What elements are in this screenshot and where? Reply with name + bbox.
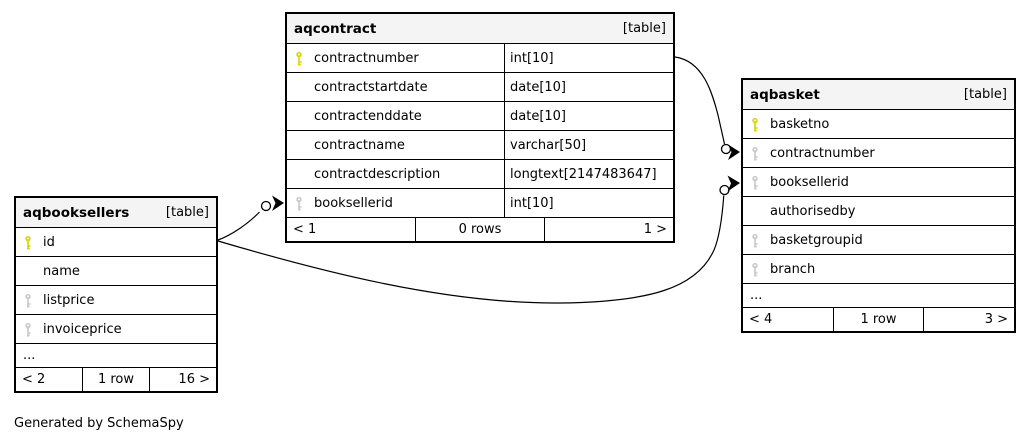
related-next-count: 1 > xyxy=(544,218,673,241)
table-name[interactable]: aqbasket xyxy=(750,86,820,103)
column-row: contractstartdate date[10] xyxy=(287,72,673,101)
column-name: name xyxy=(43,263,80,279)
related-prev-count: < 2 xyxy=(22,372,46,387)
related-next-count: 3 > xyxy=(923,308,1014,331)
related-next-count: 16 > xyxy=(149,368,216,391)
column-name: contractdescription xyxy=(314,166,441,182)
column-name: invoiceprice xyxy=(43,321,122,337)
column-name: contractnumber xyxy=(770,145,875,161)
column-type: int[10] xyxy=(510,195,554,211)
fk-arrowhead-icon xyxy=(272,195,284,211)
column-row: branch xyxy=(743,254,1014,283)
column-row: basketgroupid xyxy=(743,225,1014,254)
row-count: 1 row xyxy=(832,308,924,331)
foreign-key-icon xyxy=(294,196,314,211)
fk-arrowhead-icon xyxy=(727,175,740,192)
row-count: 1 row xyxy=(82,368,149,391)
table-name[interactable]: aqbooksellers xyxy=(23,204,130,221)
column-row: contractnumber xyxy=(743,138,1014,167)
column-type: varchar[50] xyxy=(510,137,587,153)
column-name: basketno xyxy=(770,116,830,132)
column-name: booksellerid xyxy=(314,195,393,211)
column-name: id xyxy=(43,234,55,250)
related-prev-count: < 1 xyxy=(293,222,317,237)
cardinality-circle xyxy=(719,184,730,196)
cardinality-circle xyxy=(260,200,272,212)
column-type: date[10] xyxy=(510,108,566,124)
primary-key-icon xyxy=(750,117,770,132)
table-type-badge: [table] xyxy=(963,87,1007,102)
column-name: contractstartdate xyxy=(314,79,428,95)
column-row: listprice xyxy=(16,285,216,314)
column-row: booksellerid int[10] xyxy=(287,188,673,217)
column-name: listprice xyxy=(43,292,95,308)
primary-key-icon xyxy=(23,235,43,250)
relationship-line xyxy=(217,211,260,241)
column-row: basketno xyxy=(743,109,1014,138)
relationship-line xyxy=(217,195,725,304)
foreign-key-icon xyxy=(23,322,43,337)
foreign-key-icon xyxy=(750,175,770,190)
table-footer: < 2 1 row 16 > xyxy=(16,367,216,391)
column-row: contractenddate date[10] xyxy=(287,101,673,130)
related-prev-count: < 4 xyxy=(749,312,773,327)
table-header: aqbasket [table] xyxy=(743,80,1014,109)
ellipsis-row: ... xyxy=(743,283,1014,307)
table-aqbooksellers[interactable]: aqbooksellers [table] id name listprice … xyxy=(14,196,218,393)
column-row: contractname varchar[50] xyxy=(287,130,673,159)
column-name: contractnumber xyxy=(314,50,419,66)
table-header: aqbooksellers [table] xyxy=(16,198,216,227)
column-row: authorisedby xyxy=(743,196,1014,225)
column-row: contractdescription longtext[2147483647] xyxy=(287,159,673,188)
foreign-key-icon xyxy=(750,146,770,161)
row-count: 0 rows xyxy=(415,218,544,241)
primary-key-icon xyxy=(294,51,314,66)
fk-arrowhead-icon xyxy=(728,144,740,160)
generator-credit: Generated by SchemaSpy xyxy=(14,416,184,431)
column-name: contractenddate xyxy=(314,108,422,124)
relationship-booksellers-basket-booksellerid xyxy=(217,175,740,304)
foreign-key-icon xyxy=(23,293,43,308)
column-row: id xyxy=(16,227,216,256)
relationship-contract-basket-contractnumber xyxy=(674,56,740,160)
column-name: authorisedby xyxy=(770,203,856,219)
column-name: branch xyxy=(770,261,816,277)
ellipsis-row: ... xyxy=(16,343,216,367)
foreign-key-icon xyxy=(750,262,770,277)
column-type: longtext[2147483647] xyxy=(510,166,657,182)
relationship-line xyxy=(674,56,726,145)
table-aqbasket[interactable]: aqbasket [table] basketno contractnumber… xyxy=(741,78,1016,333)
column-name: basketgroupid xyxy=(770,232,863,248)
table-footer: < 4 1 row 3 > xyxy=(743,307,1014,331)
column-row: name xyxy=(16,256,216,285)
column-row: contractnumber int[10] xyxy=(287,43,673,72)
table-aqcontract[interactable]: aqcontract [table] contractnumber int[10… xyxy=(285,12,675,243)
table-footer: < 1 0 rows 1 > xyxy=(287,217,673,241)
table-type-badge: [table] xyxy=(165,205,209,220)
column-type: int[10] xyxy=(510,50,554,66)
column-name: booksellerid xyxy=(770,174,849,190)
column-type: date[10] xyxy=(510,79,566,95)
relationship-booksellers-contract-booksellerid xyxy=(217,195,284,241)
table-name[interactable]: aqcontract xyxy=(294,20,377,37)
table-header: aqcontract [table] xyxy=(287,14,673,43)
table-type-badge: [table] xyxy=(622,21,666,36)
foreign-key-icon xyxy=(750,233,770,248)
column-row: invoiceprice xyxy=(16,314,216,343)
column-row: booksellerid xyxy=(743,167,1014,196)
column-name: contractname xyxy=(314,137,405,153)
